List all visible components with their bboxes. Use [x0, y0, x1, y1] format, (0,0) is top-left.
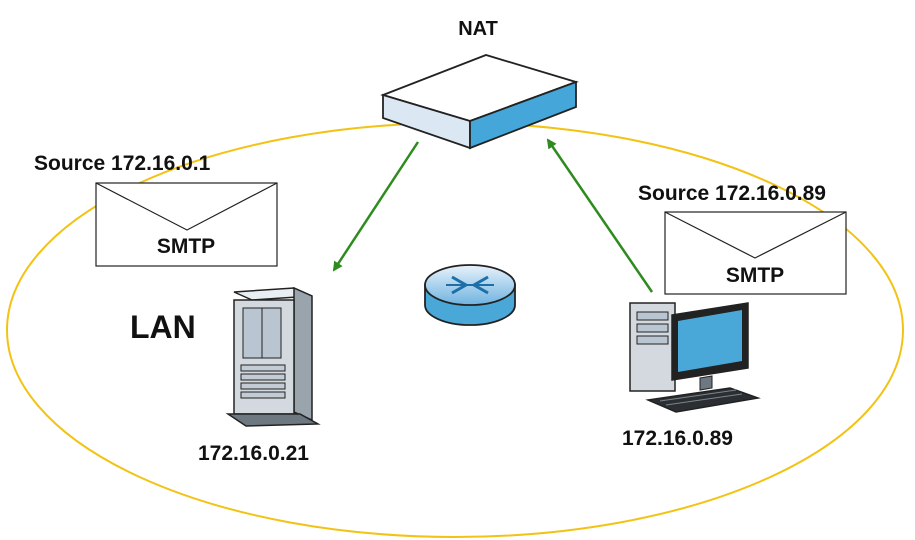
right-envelope-icon — [664, 211, 847, 295]
right-packet-protocol: SMTP — [726, 264, 784, 287]
left-packet-protocol: SMTP — [157, 235, 215, 258]
nat-label: NAT — [458, 18, 498, 40]
workstation-ip: 172.16.0.89 — [622, 427, 733, 450]
arrow-nat-to-server — [332, 141, 420, 272]
router-icon — [424, 264, 516, 326]
left-packet-source: Source 172.16.0.1 — [34, 152, 211, 175]
lan-label: LAN — [130, 309, 196, 345]
workstation-icon — [629, 302, 761, 413]
right-packet-source: Source 172.16.0.89 — [638, 182, 826, 205]
nat-device-icon — [380, 54, 579, 150]
server-ip: 172.16.0.21 — [198, 442, 309, 465]
arrow-workstation-to-nat — [546, 138, 654, 293]
left-envelope-icon — [95, 182, 278, 267]
server-icon — [225, 286, 321, 427]
